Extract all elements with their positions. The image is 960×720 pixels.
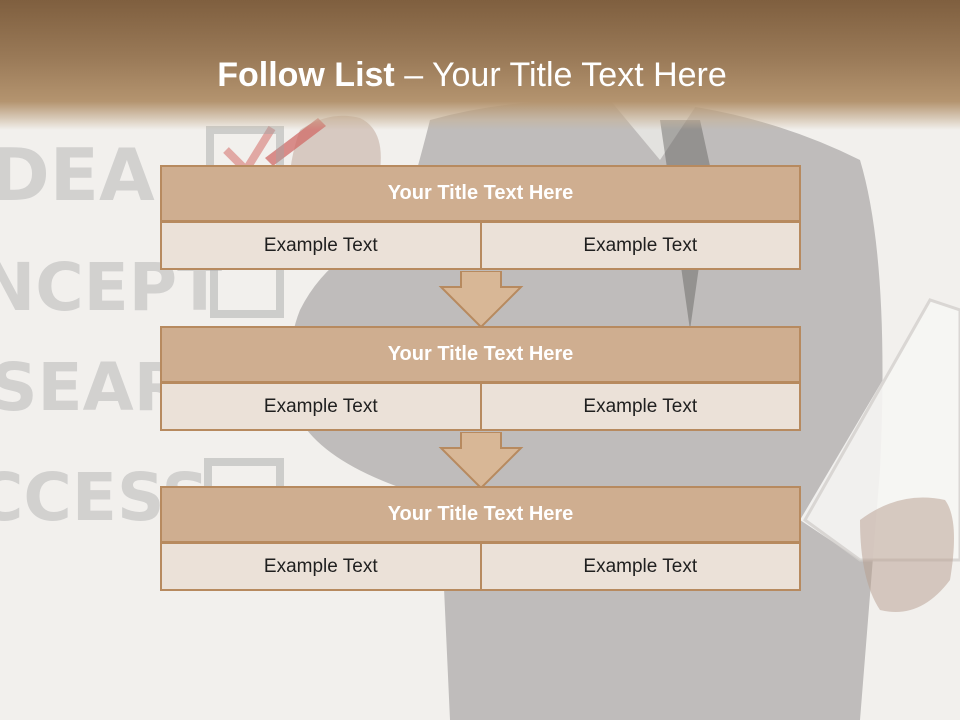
block-row: Example Text Example Text: [160, 382, 801, 431]
down-arrow-icon: [438, 432, 524, 490]
list-block-3[interactable]: Your Title Text Here Example Text Exampl…: [160, 486, 801, 591]
slide-title-rest: Your Title Text Here: [431, 56, 727, 94]
slide-title-strong: Follow List: [217, 56, 395, 94]
bg-word-1: DEA: [0, 133, 155, 217]
tablet: [800, 300, 960, 560]
block-row: Example Text Example Text: [160, 221, 801, 270]
block-row: Example Text Example Text: [160, 542, 801, 591]
block-title[interactable]: Your Title Text Here: [160, 486, 801, 543]
block-cell-right[interactable]: Example Text: [479, 542, 801, 591]
list-block-1[interactable]: Your Title Text Here Example Text Exampl…: [160, 165, 801, 270]
list-block-2[interactable]: Your Title Text Here Example Text Exampl…: [160, 326, 801, 431]
block-cell-left[interactable]: Example Text: [160, 542, 482, 591]
block-title[interactable]: Your Title Text Here: [160, 165, 801, 222]
marker: [265, 118, 326, 166]
block-cell-right[interactable]: Example Text: [479, 382, 801, 431]
slide-title: Follow List – Your Title Text Here: [0, 54, 944, 96]
block-cell-left[interactable]: Example Text: [160, 221, 482, 270]
slide-title-separator: –: [394, 56, 432, 94]
block-title[interactable]: Your Title Text Here: [160, 326, 801, 383]
down-arrow-icon: [438, 271, 524, 329]
block-cell-left[interactable]: Example Text: [160, 382, 482, 431]
block-cell-right[interactable]: Example Text: [479, 221, 801, 270]
header-bar: [0, 0, 960, 130]
